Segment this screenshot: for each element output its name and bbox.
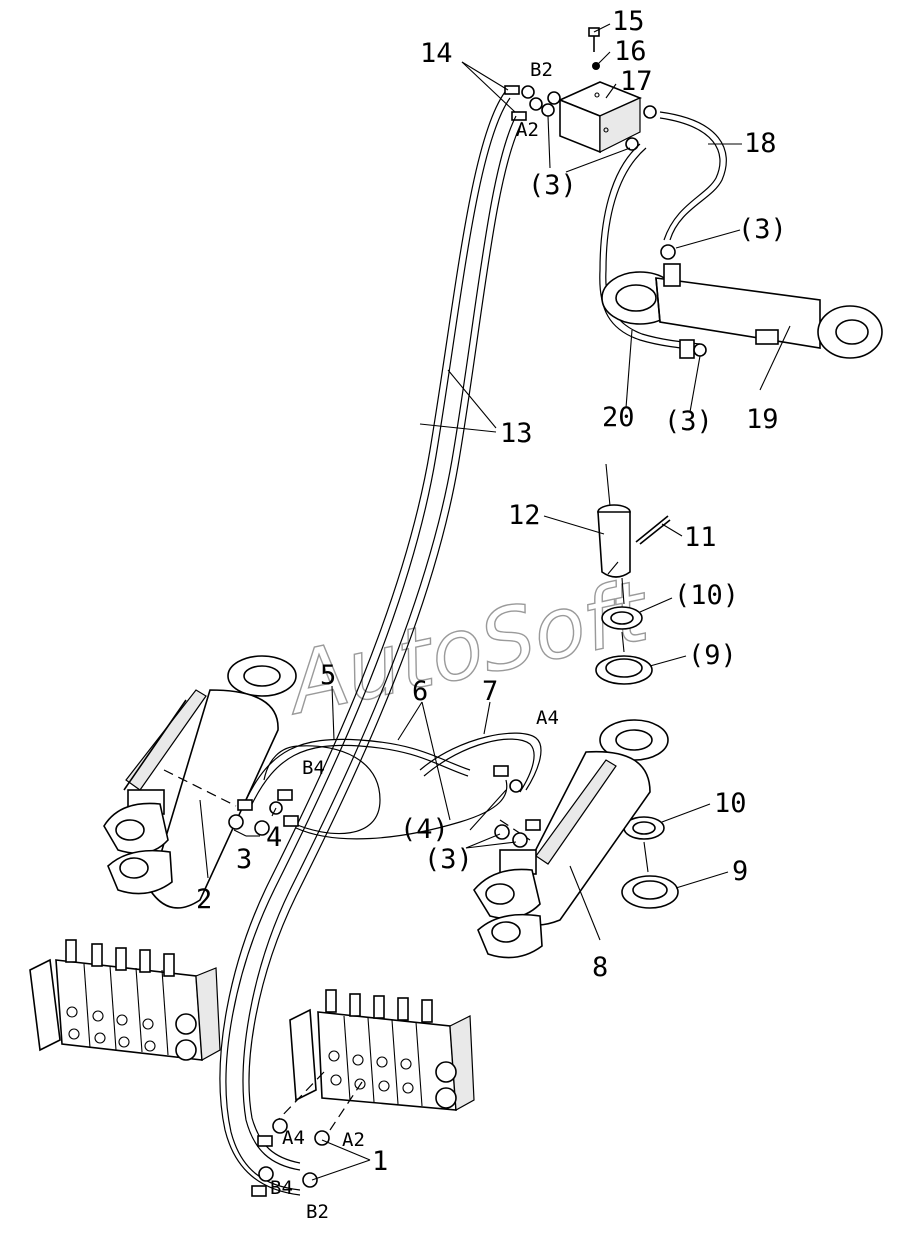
callout-14: 14 (420, 38, 453, 69)
port-a2-bottom: A2 (342, 1129, 365, 1151)
control-valve-bank-left (29, 939, 221, 1061)
callout-8: 8 (592, 952, 608, 983)
port-a4-bottom: A4 (282, 1127, 305, 1149)
valve-block-17 (557, 81, 643, 154)
hose-7 (419, 732, 542, 793)
callout-3-mid: (3) (738, 214, 787, 245)
callout-13: 13 (500, 418, 533, 449)
callout-2: 2 (196, 884, 212, 915)
callout-4-left: 4 (266, 822, 282, 853)
callout-1: 1 (372, 1146, 388, 1177)
callout-12: 12 (508, 500, 541, 531)
port-b2-bottom: B2 (306, 1201, 329, 1223)
hose-18 (659, 111, 727, 241)
callout-15: 15 (612, 6, 645, 37)
bushing-9-upper (595, 631, 653, 685)
cylinder-2 (103, 655, 297, 909)
callout-4-paren: (4) (400, 814, 449, 845)
callout-3-top: (3) (528, 170, 577, 201)
cotter-pin-11 (635, 515, 671, 545)
hose-6 (263, 745, 508, 840)
callout-3-left: 3 (236, 844, 252, 875)
callout-9: 9 (732, 856, 748, 887)
cylinder-fittings (228, 765, 541, 848)
callout-10: 10 (714, 788, 747, 819)
hose-13-bundle (219, 91, 523, 1196)
port-b4-mid: B4 (302, 757, 325, 779)
bushing-9-lower (621, 841, 679, 909)
cylinder-19 (601, 244, 883, 359)
port-a2-top: A2 (516, 119, 539, 141)
callout-10-paren: (10) (674, 580, 739, 611)
callout-20: 20 (602, 402, 635, 433)
callout-5: 5 (320, 660, 336, 691)
callout-3-cyl: (3) (664, 406, 713, 437)
callout-6: 6 (412, 676, 428, 707)
pin-12 (597, 463, 631, 578)
cylinder-8 (473, 719, 669, 959)
callout-16: 16 (614, 36, 647, 67)
control-valve-bank-right (277, 989, 475, 1131)
port-b4-bottom: B4 (270, 1177, 293, 1199)
washer-10-upper (601, 577, 643, 630)
fittings-1 (251, 1118, 330, 1197)
callout-19: 19 (746, 404, 779, 435)
callout-7: 7 (482, 676, 498, 707)
callout-3-paren: (3) (424, 844, 473, 875)
port-a4-mid: A4 (536, 707, 559, 729)
callout-17: 17 (620, 66, 653, 97)
callout-9-paren: (9) (688, 640, 737, 671)
callout-11: 11 (684, 522, 717, 553)
port-b2-top: B2 (530, 59, 553, 81)
callout-18: 18 (744, 128, 777, 159)
leader-lines (199, 23, 791, 1181)
washer-10-lower (623, 816, 665, 840)
